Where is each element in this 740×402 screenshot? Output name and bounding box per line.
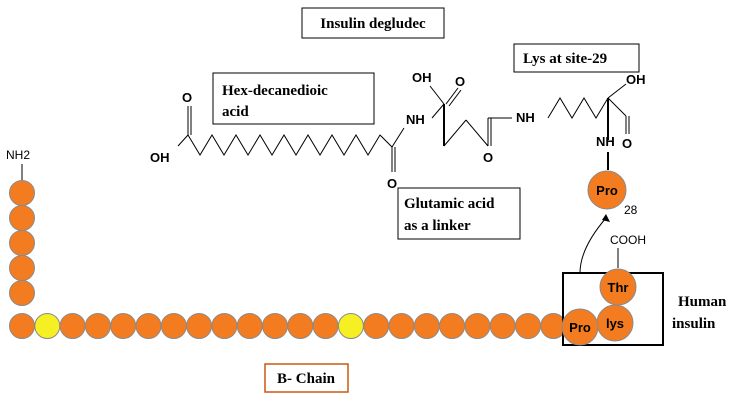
residue-thr-label: Thr <box>608 280 629 295</box>
b-chain-residues <box>9 180 567 339</box>
fatty-acid-label-line2: acid <box>222 104 249 120</box>
atom-nh-amide-2: NH <box>516 110 535 125</box>
residue-lys-label: lys <box>606 316 624 331</box>
b-chain-residue <box>312 313 339 339</box>
b-chain-residue <box>413 313 440 339</box>
atom-o-left: O <box>182 90 192 105</box>
atom-oh-lys: OH <box>626 72 646 87</box>
b-chain-residue <box>9 205 35 231</box>
b-chain-residue <box>9 180 35 206</box>
title: Insulin degludec <box>320 16 426 32</box>
b-chain-label: B- Chain <box>277 371 336 387</box>
linker-label-line2: as a linker <box>404 218 471 234</box>
residue-pro28-number: 28 <box>624 203 638 217</box>
linker-label-line1: Glutamic acid <box>404 196 495 212</box>
b-chain-residue-highlighted <box>337 313 364 339</box>
human-insulin-label-line2: insulin <box>672 316 716 332</box>
b-chain-residue-highlighted <box>34 313 61 339</box>
b-chain-residue <box>135 313 162 339</box>
chemical-structure <box>177 83 630 172</box>
b-chain-residue <box>262 313 288 339</box>
human-insulin-label-line1: Human <box>678 294 727 310</box>
atom-nh-amide-1: NH <box>406 112 425 127</box>
b-chain-residue <box>9 313 35 339</box>
b-chain-residue <box>236 313 263 339</box>
b-chain-residue <box>186 313 213 339</box>
b-chain-residue <box>9 230 35 256</box>
residue-pro28-label: Pro <box>596 183 618 198</box>
atom-oh-left: OH <box>150 150 170 165</box>
b-chain-residue <box>160 313 187 339</box>
residue-pro28 <box>587 170 627 210</box>
atom-o-fatty-carbonyl: O <box>387 176 397 191</box>
b-chain-residue <box>388 313 415 339</box>
atom-nh-lys: NH <box>596 134 615 149</box>
b-chain-label-box <box>264 363 349 393</box>
atom-o-lys: O <box>622 136 632 151</box>
atom-o-glu-acid: O <box>455 74 465 89</box>
b-chain-residue <box>489 313 516 339</box>
linker-label-box <box>397 187 521 240</box>
lys-site-label: Lys at site-29 <box>523 51 607 67</box>
atom-o-glu-gamma: O <box>483 150 493 165</box>
b-chain-residue <box>59 313 86 339</box>
atom-nh2: NH2 <box>6 148 30 162</box>
b-chain-residue <box>84 313 111 339</box>
atom-oh-glu: OH <box>412 70 432 85</box>
fatty-acid-label-line1: Hex-decanedioic <box>222 83 328 99</box>
b-chain-residue <box>110 313 137 339</box>
b-chain-residue <box>464 313 491 339</box>
b-chain-residue <box>363 313 390 339</box>
b-chain-residue <box>211 313 238 339</box>
residue-pro-label: Pro <box>569 320 591 335</box>
atom-cooh: COOH <box>610 233 646 247</box>
b-chain-residue <box>9 280 35 306</box>
b-chain-residue <box>439 313 466 339</box>
arrowhead-icon <box>602 214 610 222</box>
fatty-acid-label-box <box>212 72 375 125</box>
title-box <box>301 7 445 39</box>
residue-pro <box>561 308 599 346</box>
lys-site-label-box <box>513 43 640 73</box>
b-chain-residue <box>515 313 541 339</box>
b-chain-residue <box>287 313 314 339</box>
b-chain-residue <box>9 255 35 281</box>
arrow-to-pro28 <box>579 217 607 274</box>
